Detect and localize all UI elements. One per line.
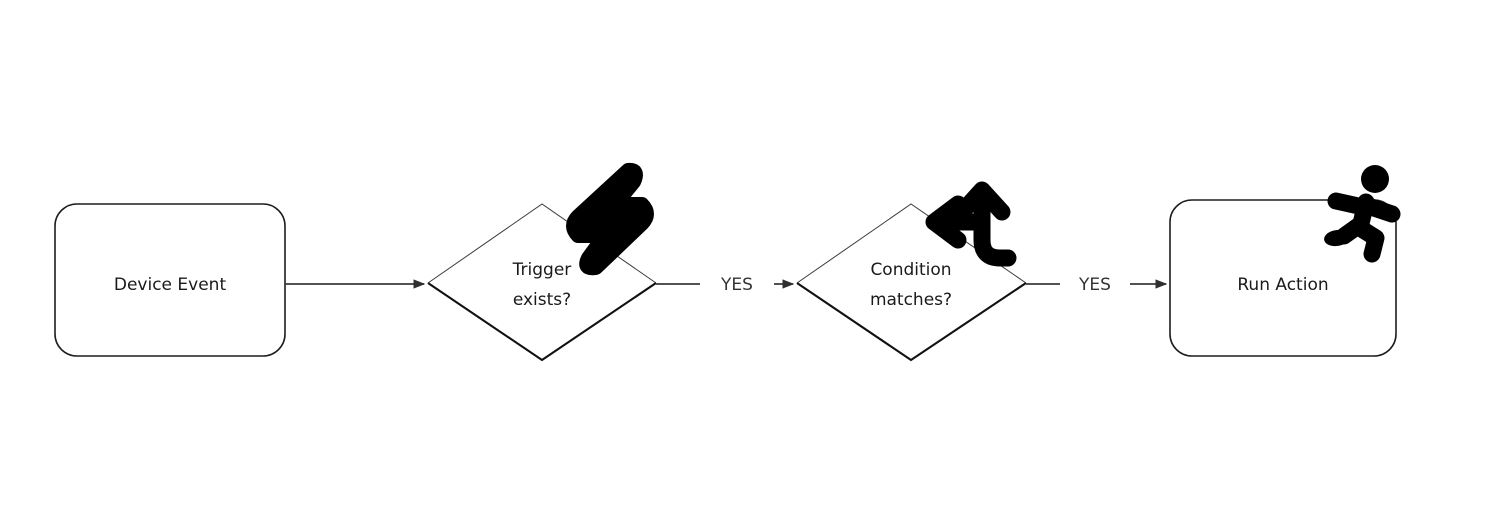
trigger-diamond-top-edges [427,203,657,284]
lightning-bolt-icon [566,162,654,276]
condition-diamond-bottom-edges [796,282,1027,362]
trigger-diamond-bottom-edges [427,282,657,362]
trigger-exists-label-line2: exists? [513,290,571,310]
condition-matches-label-line2: matches? [870,290,952,310]
edge-label-yes-1: YES [720,275,753,295]
edge-condition-to-action: YES [1026,275,1168,295]
edge-label-yes-2: YES [1078,275,1111,295]
branch-arrows-icon [925,181,1017,267]
condition-matches-label-line1: Condition [870,260,951,280]
node-condition-matches[interactable]: Condition matches? [796,181,1027,362]
trigger-exists-label-line1: Trigger [512,260,572,280]
node-run-action[interactable]: Run Action [1169,165,1401,357]
device-event-label: Device Event [114,275,227,295]
running-person-icon [1324,165,1401,263]
edge-trigger-to-condition: YES [656,275,795,295]
node-device-event[interactable]: Device Event [54,203,286,357]
node-trigger-exists[interactable]: Trigger exists? [427,162,657,362]
device-event-shape[interactable] [54,203,286,357]
run-action-label: Run Action [1237,275,1328,295]
